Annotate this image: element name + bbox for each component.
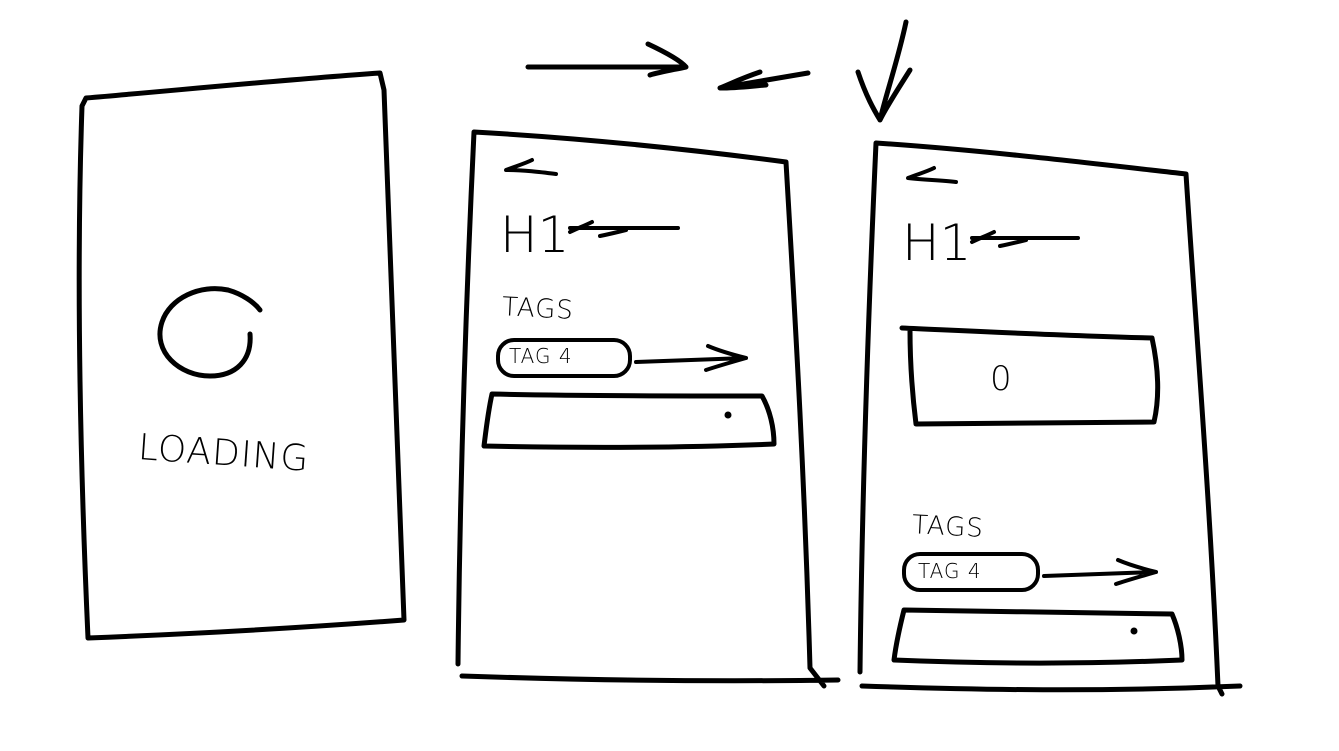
input-dot bbox=[724, 411, 732, 419]
flow-arrow-down bbox=[855, 19, 913, 123]
heading-strike-arrow-2 bbox=[970, 230, 1080, 248]
detail-tags-label: TAGS bbox=[501, 292, 575, 326]
detail-heading: H1 bbox=[500, 206, 570, 264]
tag-chip-outline bbox=[496, 338, 632, 378]
detail-screen-frame bbox=[455, 129, 841, 689]
flow-arrow-right bbox=[525, 41, 689, 78]
input-dot-2 bbox=[1130, 627, 1138, 635]
content-box-outline bbox=[899, 325, 1161, 427]
heading-strike-arrow bbox=[568, 220, 680, 238]
spinner-icon bbox=[157, 286, 263, 379]
detail-box-tags-label: TAGS bbox=[911, 510, 985, 544]
detail-box-screen-frame bbox=[857, 140, 1243, 697]
tag-chip-outline-2 bbox=[902, 552, 1040, 592]
back-arrow-icon bbox=[504, 158, 558, 176]
detail-box-tag-chip: TAG 4 bbox=[918, 559, 982, 583]
tag-chip-arrow-2 bbox=[1042, 558, 1158, 586]
detail-tag-chip: TAG 4 bbox=[509, 344, 573, 368]
text-input-outline-2 bbox=[891, 607, 1185, 666]
back-arrow-icon-2 bbox=[906, 166, 958, 184]
content-box-value: 0 bbox=[990, 359, 1012, 399]
loading-screen-frame bbox=[76, 70, 407, 641]
text-input-outline bbox=[481, 391, 777, 450]
flow-arrow-left bbox=[717, 69, 811, 91]
tag-chip-arrow bbox=[634, 344, 748, 372]
detail-box-heading: H1 bbox=[902, 214, 972, 272]
